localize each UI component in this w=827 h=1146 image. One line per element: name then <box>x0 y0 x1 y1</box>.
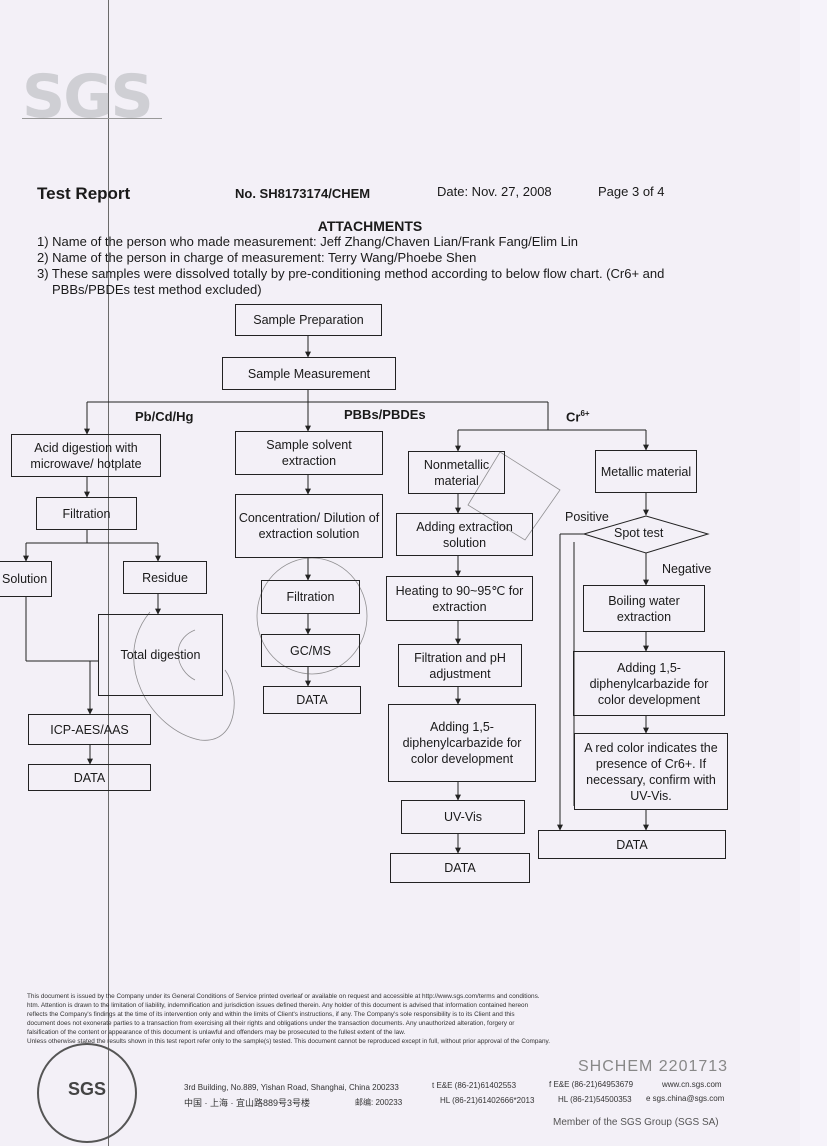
data-box-4: DATA <box>538 830 726 859</box>
stamp-text: SGS <box>67 1079 106 1099</box>
total-digestion-box: Total digestion <box>98 614 223 696</box>
data-box-2: DATA <box>263 686 361 714</box>
document-code: SHCHEM 2201713 <box>578 1058 729 1075</box>
report-date: Date: Nov. 27, 2008 <box>437 184 552 199</box>
telephone-ee: t E&E (86-21)61402553 <box>432 1081 517 1090</box>
document-page: SGS Test Report No. SH8173174/CHEM Date:… <box>0 0 729 1146</box>
filtration-box-1: Filtration <box>36 497 137 530</box>
positive-label: Positive <box>565 510 609 524</box>
boiling-water-extraction-box: Boiling water extraction <box>583 585 705 632</box>
acid-digestion-box: Acid digestion with microwave/ hotplate <box>11 434 161 477</box>
branch-label-cr6: Cr6+ <box>566 409 590 425</box>
negative-label: Negative <box>662 562 712 576</box>
postcode: 邮编: 200233 <box>355 1098 403 1107</box>
website: www.cn.sgs.com <box>662 1080 722 1089</box>
filtration-box-2: Filtration <box>261 580 360 614</box>
branch-label-cr6-sup: 6+ <box>580 409 590 418</box>
branch-label-pbb-pbde: PBBs/PBDEs <box>344 407 426 422</box>
red-color-indication-box: A red color indicates the presence of Cr… <box>574 733 728 810</box>
email: e sgs.china@sgs.com <box>646 1094 725 1103</box>
residue-box: Residue <box>123 561 207 594</box>
gc-ms-box: GC/MS <box>261 634 360 667</box>
attachment-line-2: 2) Name of the person in charge of measu… <box>37 250 477 265</box>
sgs-stamp: SGS <box>37 1043 137 1143</box>
fax-ee: f E&E (86-21)64953679 <box>549 1080 634 1089</box>
page-indicator: Page 3 of 4 <box>598 184 665 199</box>
icp-aes-aas-box: ICP-AES/AAS <box>28 714 151 745</box>
metallic-material-box: Metallic material <box>595 450 697 493</box>
disclaimer-line-2: htm. Attention is drawn to the limitatio… <box>27 1002 529 1009</box>
solution-box: Solution <box>0 561 52 597</box>
branch-label-pb-cd-hg: Pb/Cd/Hg <box>135 409 194 424</box>
disclaimer-line-3: reflects the Company's findings at the t… <box>27 1011 515 1018</box>
spot-test-label: Spot test <box>614 526 664 540</box>
disclaimer-line-4: document does not exonerate parties to a… <box>27 1020 515 1027</box>
filtration-ph-box: Filtration and pH adjustment <box>398 644 522 687</box>
adding-diphenylcarbazide-box-1: Adding 1,5- diphenylcarbazide for color … <box>388 704 536 782</box>
disclaimer-line-5: falsification of the content or appearan… <box>27 1029 406 1036</box>
disclaimer-line-6: Unless otherwise stated the results show… <box>27 1038 550 1045</box>
uv-vis-box: UV-Vis <box>401 800 525 834</box>
concentration-dilution-box: Concentration/ Dilution of extraction so… <box>235 494 383 558</box>
attachments-title: ATTACHMENTS <box>317 218 423 234</box>
binder-edge-line <box>108 0 109 1146</box>
attachment-line-3b: PBBs/PBDEs test method excluded) <box>52 282 262 297</box>
flowchart-connectors <box>23 336 710 854</box>
report-title: Test Report <box>37 184 131 203</box>
sgs-logo: SGS <box>22 62 154 132</box>
address-english: 3rd Building, No.889, Yishan Road, Shang… <box>184 1083 399 1092</box>
heating-box: Heating to 90~95℃ for extraction <box>386 576 533 621</box>
sample-measurement-box: Sample Measurement <box>222 357 396 390</box>
sample-preparation-box: Sample Preparation <box>235 304 382 336</box>
fax-hl: HL (86-21)54500353 <box>558 1095 632 1104</box>
logo-rule <box>22 118 162 119</box>
adding-extraction-solution-box: Adding extraction solution <box>396 513 533 556</box>
sample-solvent-extraction-box: Sample solvent extraction <box>235 431 383 475</box>
member-of-group: Member of the SGS Group (SGS SA) <box>553 1117 719 1128</box>
attachment-line-1: 1) Name of the person who made measureme… <box>37 234 578 249</box>
nonmetallic-material-box: Nonmetallic material <box>408 451 505 494</box>
address-chinese: 中国 · 上海 · 宜山路889号3号楼 <box>184 1098 311 1108</box>
data-box-1: DATA <box>28 764 151 791</box>
attachment-line-3a: 3) These samples were dissolved totally … <box>37 266 665 281</box>
data-box-3: DATA <box>390 853 530 883</box>
telephone-hl: HL (86-21)61402666*2013 <box>440 1096 535 1105</box>
disclaimer-line-1: This document is issued by the Company u… <box>27 993 540 1000</box>
report-number: No. SH8173174/CHEM <box>235 186 371 201</box>
adding-diphenylcarbazide-box-2: Adding 1,5- diphenylcarbazide for color … <box>573 651 725 716</box>
